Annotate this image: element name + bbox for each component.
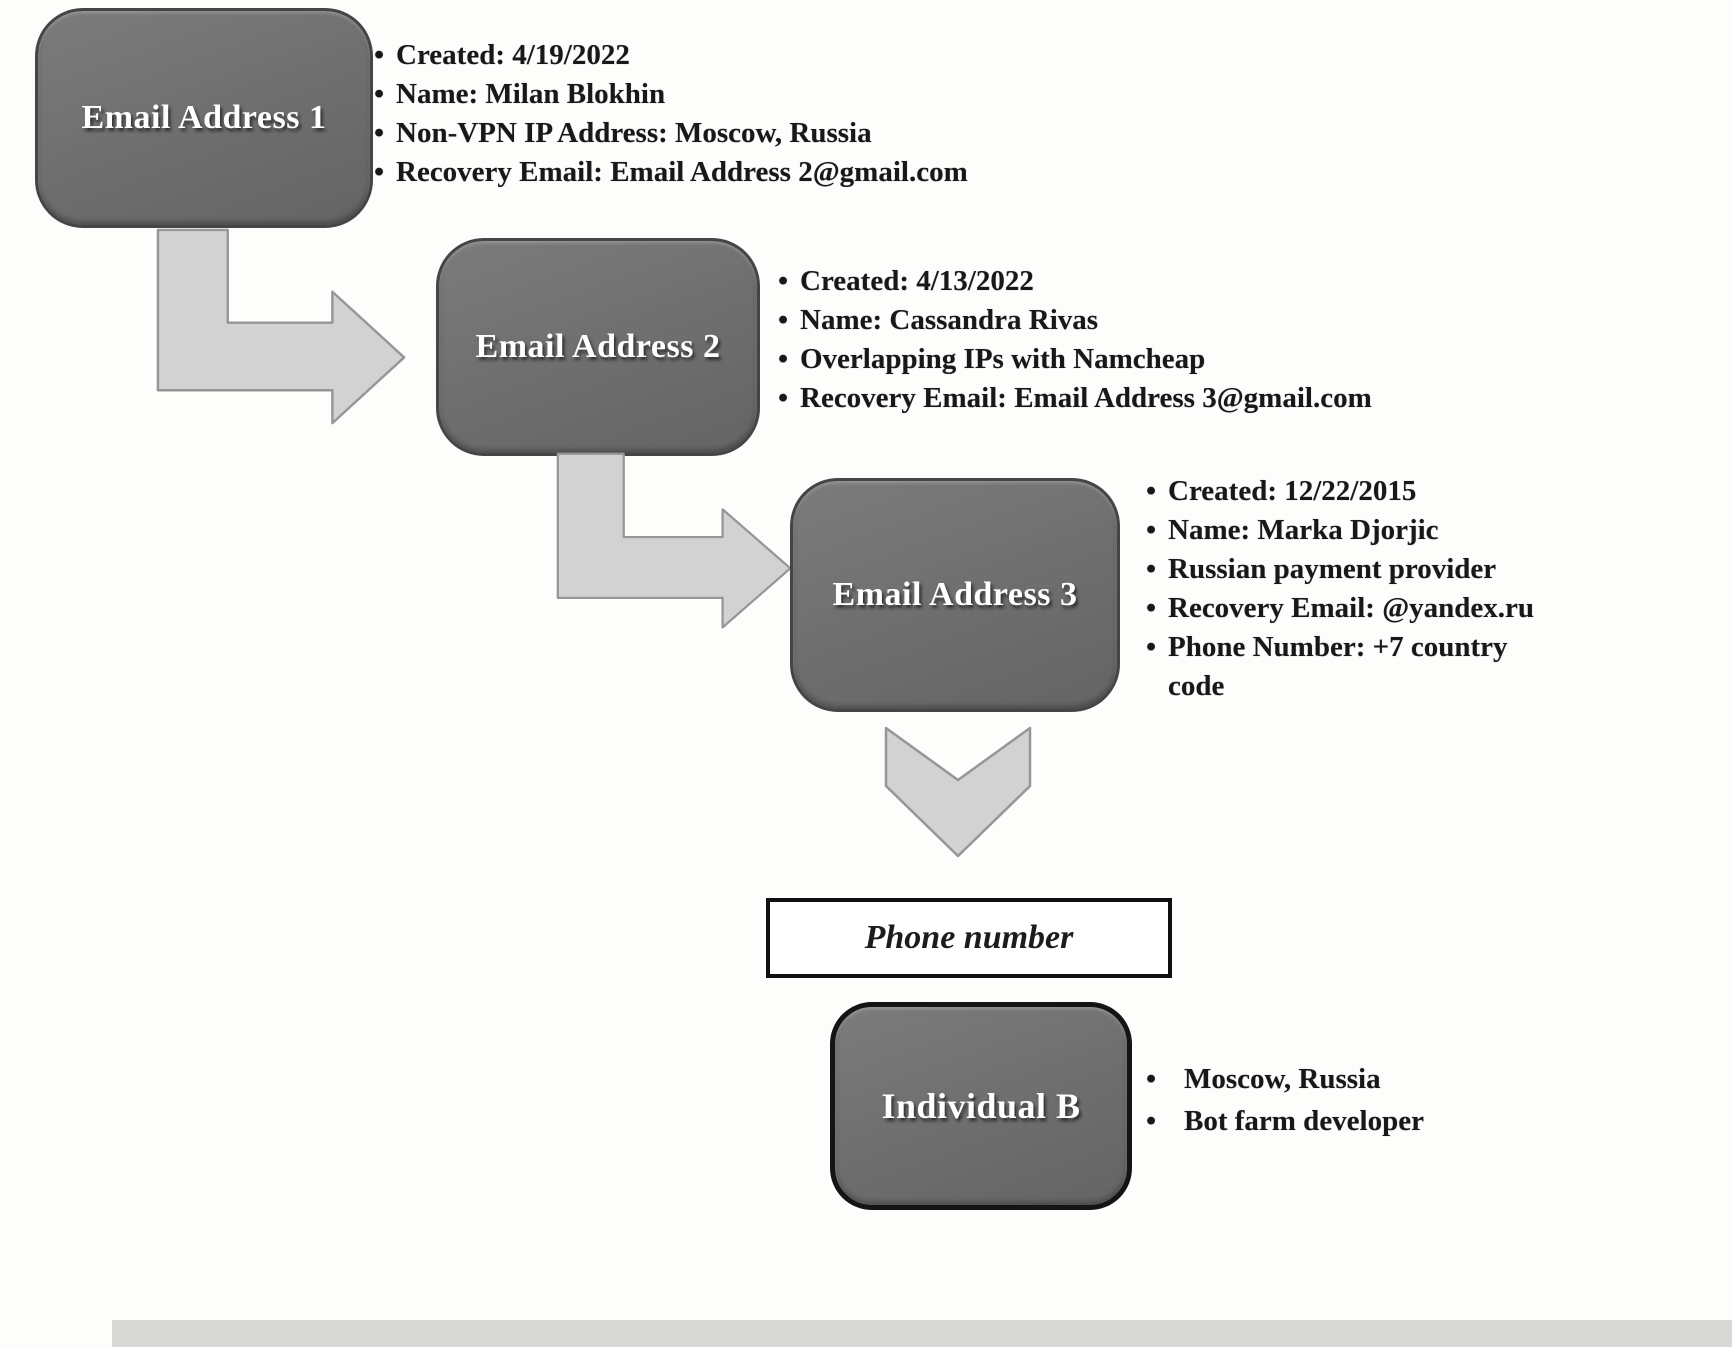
node-email-address-1: Email Address 1 bbox=[35, 8, 373, 228]
detail-item: Created: 4/13/2022 bbox=[778, 262, 1478, 301]
node-individual-b: Individual B bbox=[830, 1002, 1132, 1210]
detail-item: Name: Milan Blokhin bbox=[374, 75, 1074, 114]
detail-item: Recovery Email: @yandex.ru bbox=[1146, 589, 1554, 628]
node-email-address-3: Email Address 3 bbox=[790, 478, 1120, 712]
chevron-down-arrow bbox=[884, 726, 1032, 858]
detail-item: Overlapping IPs with Namcheap bbox=[778, 340, 1478, 379]
elbow-arrow-email2-to-email3 bbox=[556, 452, 792, 629]
detail-item: Phone Number: +7 country code bbox=[1146, 628, 1554, 706]
detail-item: Created: 12/22/2015 bbox=[1146, 472, 1554, 511]
detail-item: Russian payment provider bbox=[1146, 550, 1554, 589]
elbow-arrow-email1-to-email2 bbox=[156, 228, 406, 425]
detail-item: Name: Marka Djorjic bbox=[1146, 511, 1554, 550]
detail-item: Created: 4/19/2022 bbox=[374, 36, 1074, 75]
detail-item: Name: Cassandra Rivas bbox=[778, 301, 1478, 340]
detail-item: Recovery Email: Email Address 3@gmail.co… bbox=[778, 379, 1478, 418]
detail-item: Recovery Email: Email Address 2@gmail.co… bbox=[374, 153, 1074, 192]
node-email-address-2-label: Email Address 2 bbox=[475, 328, 721, 365]
node-email-address-1-label: Email Address 1 bbox=[81, 99, 327, 136]
email-address-1-details: Created: 4/19/2022 Name: Milan Blokhin N… bbox=[374, 36, 1074, 192]
detail-item: Non-VPN IP Address: Moscow, Russia bbox=[374, 114, 1074, 153]
detail-item: Moscow, Russia bbox=[1146, 1058, 1586, 1100]
scan-edge-artifact bbox=[112, 1320, 1732, 1347]
node-phone-number-label: Phone number bbox=[864, 919, 1074, 956]
email-address-3-details: Created: 12/22/2015 Name: Marka Djorjic … bbox=[1146, 472, 1554, 706]
node-email-address-3-label: Email Address 3 bbox=[832, 576, 1078, 613]
individual-b-details: Moscow, Russia Bot farm developer bbox=[1146, 1058, 1586, 1142]
email-address-2-details: Created: 4/13/2022 Name: Cassandra Rivas… bbox=[778, 262, 1478, 418]
detail-item: Bot farm developer bbox=[1146, 1100, 1586, 1142]
node-email-address-2: Email Address 2 bbox=[436, 238, 760, 456]
node-phone-number: Phone number bbox=[766, 898, 1172, 978]
node-individual-b-label: Individual B bbox=[881, 1086, 1081, 1126]
